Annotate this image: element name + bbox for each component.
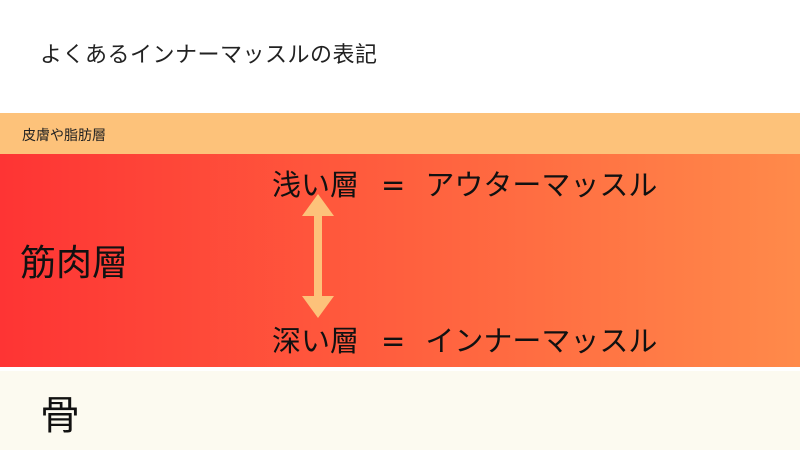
deep-layer-term: 深い層 bbox=[272, 324, 360, 358]
muscle-layer-label: 筋肉層 bbox=[20, 243, 129, 284]
shallow-layer-term: 浅い層 bbox=[272, 168, 360, 202]
double-arrow-shape bbox=[302, 194, 334, 318]
skin-fat-layer: 皮膚や脂肪層 bbox=[0, 113, 800, 154]
bone-layer: 骨 bbox=[0, 371, 800, 450]
shallow-layer-row: 浅い層 = アウターマッスル bbox=[272, 162, 657, 204]
muscle-layer: 筋肉層 浅い層 = アウターマッスル 深い層 = インナーマッスル bbox=[0, 154, 800, 367]
diagram-title: よくあるインナーマッスルの表記 bbox=[40, 43, 378, 68]
bone-layer-label: 骨 bbox=[40, 393, 80, 439]
inner-muscle-label: インナーマッスル bbox=[425, 324, 658, 358]
shallow-equals-sign: = bbox=[381, 168, 406, 202]
double-arrow-icon bbox=[302, 194, 334, 318]
deep-layer-row: 深い層 = インナーマッスル bbox=[272, 318, 657, 360]
outer-muscle-label: アウターマッスル bbox=[425, 168, 658, 202]
skin-fat-layer-label: 皮膚や脂肪層 bbox=[22, 128, 106, 144]
deep-equals-sign: = bbox=[381, 324, 406, 358]
